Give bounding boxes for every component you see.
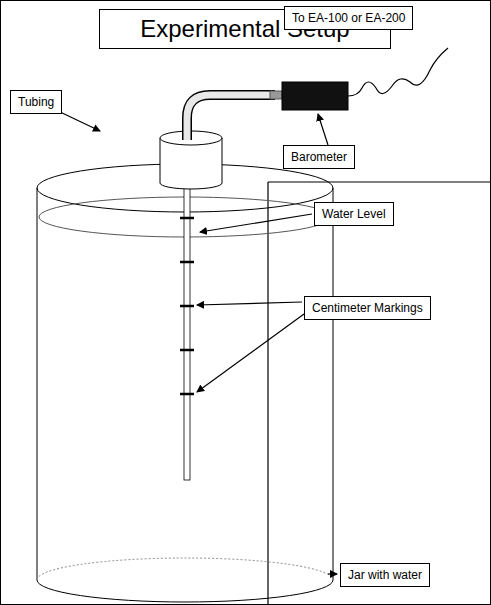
measuring-tube [180, 180, 194, 480]
label-text: Tubing [18, 95, 54, 109]
part-label: Tubing [10, 90, 62, 114]
part-label: Jar with water [340, 563, 430, 587]
label-text: Water Level [322, 207, 386, 221]
part-label: Barometer [283, 145, 355, 169]
barometer-port [270, 91, 282, 99]
label-text: To EA-100 or EA-200 [292, 11, 405, 25]
tubing [187, 95, 275, 140]
label-text: Jar with water [348, 568, 422, 582]
part-label: Centimeter Markings [304, 296, 431, 320]
leader-arrows [58, 111, 337, 574]
jar [37, 164, 333, 602]
label-text: Centimeter Markings [312, 301, 423, 315]
label-text: Barometer [291, 150, 347, 164]
part-label: Water Level [314, 202, 394, 226]
cable [348, 48, 448, 96]
connection-label: To EA-100 or EA-200 [284, 6, 413, 30]
barometer-body [282, 82, 348, 110]
table-edge [268, 182, 491, 605]
